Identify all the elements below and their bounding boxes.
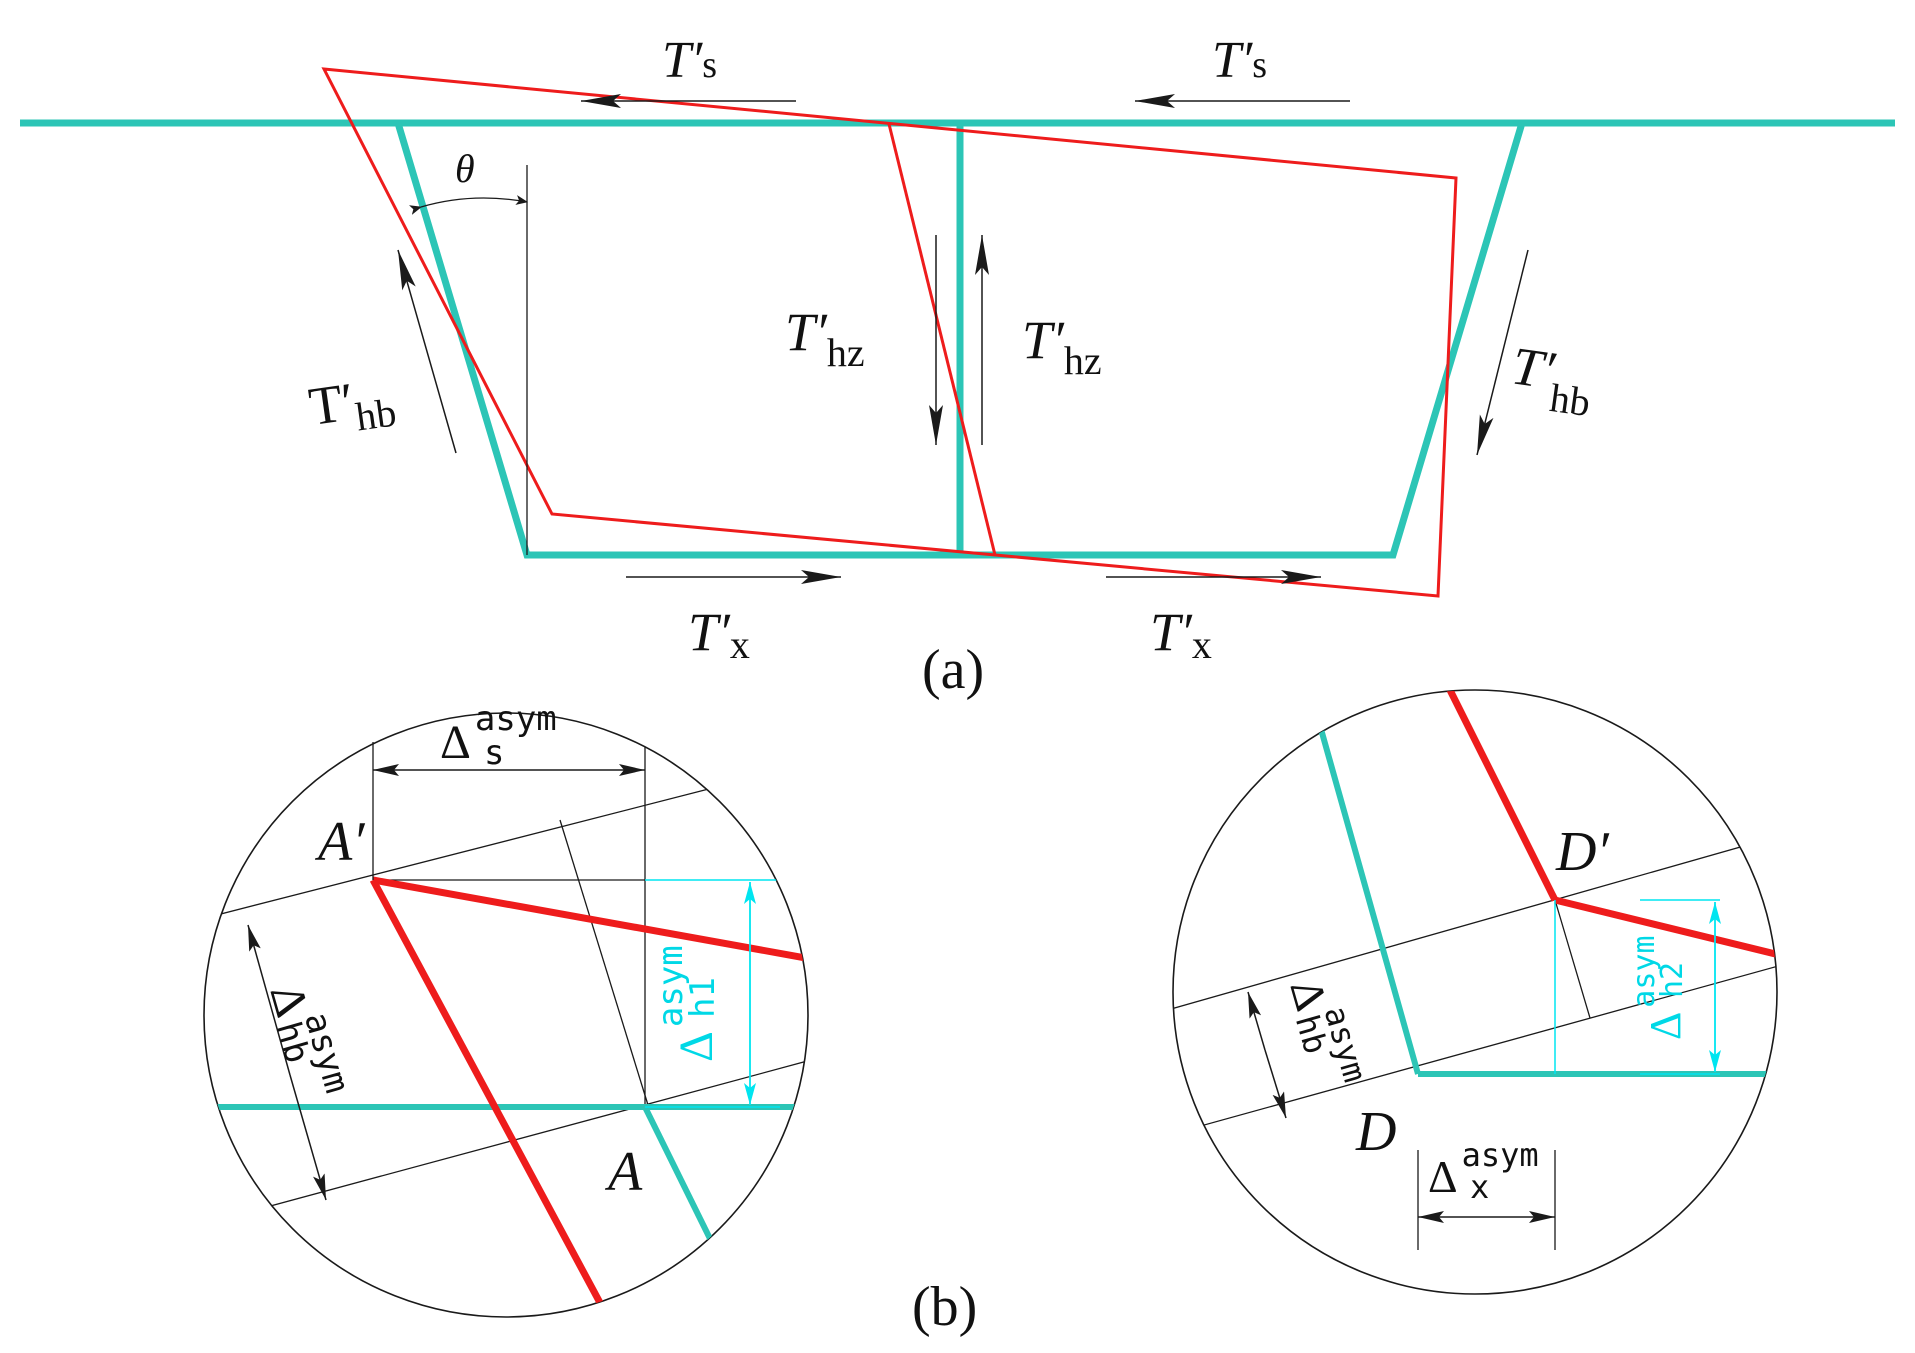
force-label-base: T′ <box>1150 602 1193 662</box>
force-label-top-right: T′s <box>1212 32 1267 89</box>
delta-sub: s <box>484 733 504 773</box>
force-label-base: T′ <box>305 371 358 437</box>
delta-sup: asym <box>475 699 557 739</box>
delta-symbol: Δ <box>1641 1012 1690 1040</box>
delta-hb-label: Δasymhb <box>1278 970 1374 1095</box>
panel-a: θ T′s T′s T′hb T′hz T′hz T′hb T′x <box>20 32 1895 701</box>
detail-circle-right <box>1172 689 1778 1295</box>
delta-symbol: Δ <box>440 716 471 769</box>
force-label-base: T′ <box>688 602 731 662</box>
panel-a-caption: (a) <box>922 639 984 701</box>
force-label-top-left: T′s <box>662 32 717 89</box>
force-arrow-right-web <box>1476 249 1529 456</box>
force-label-sub: x <box>1192 622 1212 667</box>
force-label-bottom-left: T′x <box>688 602 750 667</box>
delta-sup: asym <box>1627 935 1662 1007</box>
construction-line <box>1554 899 1591 1019</box>
deformed-section <box>321 67 1458 598</box>
theta-arc <box>409 195 528 215</box>
construction-line <box>1173 959 1777 1141</box>
construction-line <box>204 1035 808 1226</box>
delta-h2-label: Δasymh2 <box>1627 935 1690 1040</box>
deformed-flange-left <box>372 876 808 979</box>
delta-symbol: Δ <box>1428 1151 1458 1202</box>
force-label-sub: x <box>730 622 750 667</box>
delta-sub: x <box>1470 1168 1489 1206</box>
delta-hb-dimension <box>1264 1049 1287 1119</box>
force-label-center-right: T′hz <box>1022 310 1102 383</box>
force-label-sub: s <box>702 44 717 86</box>
delta-sup: asym <box>1462 1136 1539 1174</box>
original-web-right <box>1307 690 1421 1075</box>
force-label-sub: s <box>1252 44 1267 86</box>
force-label-base: T′ <box>785 302 828 362</box>
delta-sub: h1 <box>683 977 723 1018</box>
point-d-prime: D′ <box>1555 821 1609 883</box>
force-label-base: T′ <box>662 32 704 89</box>
delta-hb-dimension <box>289 1074 327 1201</box>
deformed-web-right <box>1446 690 1559 902</box>
delta-symbol: Δ <box>670 1031 723 1062</box>
delta-hb-dimension <box>247 924 291 1076</box>
original-section <box>20 119 1895 559</box>
force-label-base: T′ <box>1508 335 1559 400</box>
force-label-sub: hz <box>1064 338 1102 383</box>
point-a: A <box>604 1141 643 1203</box>
force-label-bottom-right: T′x <box>1150 602 1212 667</box>
construction-line <box>559 819 649 1106</box>
delta-h1-label: Δasymh1 <box>651 945 723 1062</box>
delta-hb-dimension <box>1247 991 1266 1051</box>
point-a-prime: A′ <box>314 811 365 873</box>
force-label-right-web: T′hb <box>1506 335 1598 425</box>
construction-line <box>204 739 808 928</box>
delta-sub: h2 <box>1655 962 1690 998</box>
deformed-center-web <box>887 123 997 556</box>
panel-b-caption: (b) <box>912 1276 977 1338</box>
force-label-sub: hb <box>353 389 399 439</box>
force-arrow-left-web <box>397 249 457 454</box>
force-label-sub: hb <box>1547 375 1593 425</box>
theta-label: θ <box>455 146 475 191</box>
deformed-outer <box>321 67 1458 598</box>
force-label-base: T′ <box>1022 310 1065 370</box>
deformed-flange-right <box>1554 896 1777 964</box>
force-label-center-left: T′hz <box>785 302 865 375</box>
force-label-sub: hz <box>827 330 865 375</box>
deformed-web-left <box>369 878 624 1317</box>
delta-sup: asym <box>651 945 691 1027</box>
construction-line <box>1173 829 1777 1016</box>
force-label-left-web: T′hb <box>305 366 399 446</box>
point-d: D <box>1355 1101 1396 1163</box>
delta-hb-label: Δasymhb <box>258 974 357 1106</box>
original-web-left <box>642 1105 763 1317</box>
detail-circle-left <box>203 712 809 1318</box>
force-label-base: T′ <box>1212 32 1254 89</box>
